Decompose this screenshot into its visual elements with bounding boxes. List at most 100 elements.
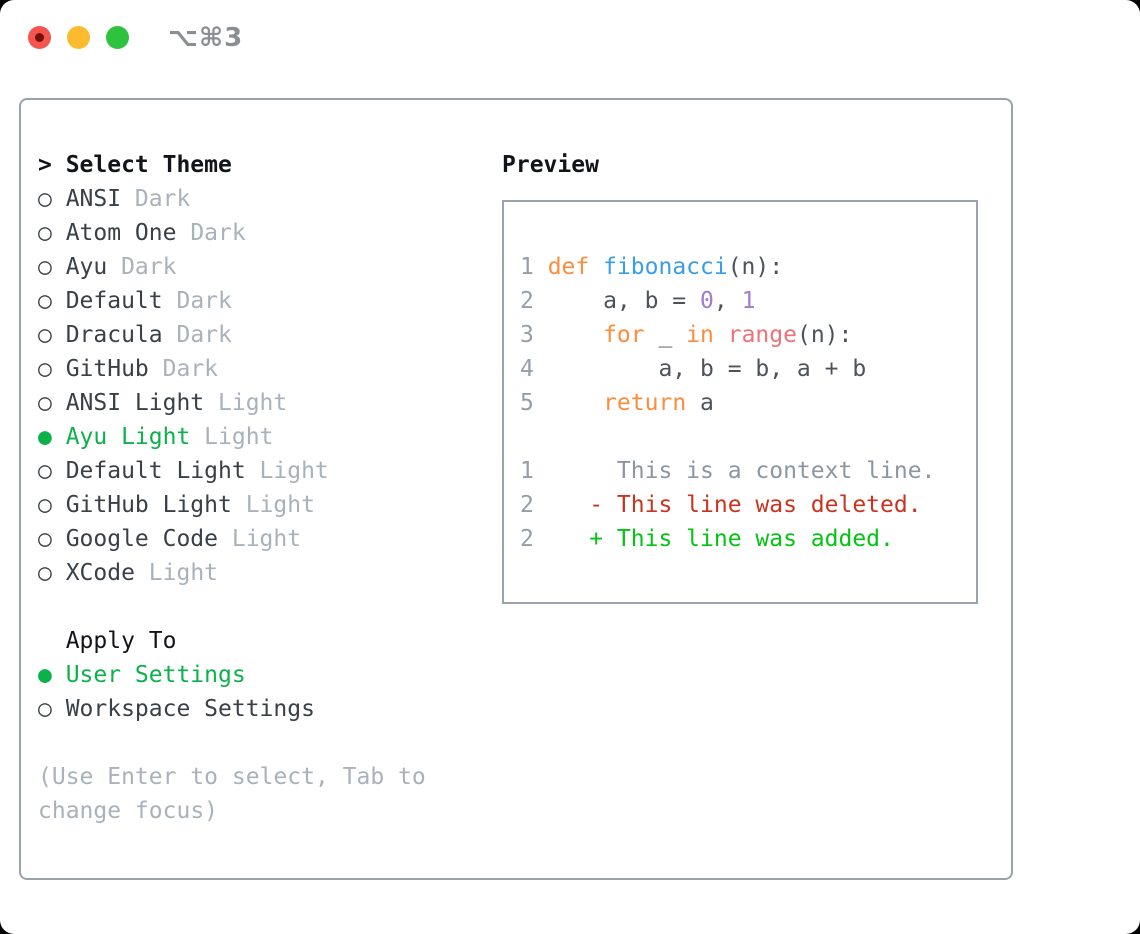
theme-item-ansi-light[interactable]: ○ ANSI Light Light	[38, 386, 478, 420]
preview-code-line: 3 for _ in range (n):	[520, 318, 966, 352]
radio-icon: ○	[38, 390, 52, 416]
line-number	[520, 420, 534, 454]
theme-tag: Light	[218, 390, 288, 416]
code-text: _	[644, 322, 687, 348]
apply-to-header: Apply To	[38, 624, 478, 658]
theme-item-github-light[interactable]: ○ GitHub Light Light	[38, 488, 478, 522]
theme-name: GitHub Light	[65, 492, 232, 518]
preview-title: Preview	[502, 152, 599, 178]
theme-tag: Dark	[176, 288, 232, 314]
theme-name: Default	[65, 288, 163, 314]
radio-icon: ○	[38, 526, 52, 552]
theme-tag: Dark	[162, 356, 219, 382]
code-text	[548, 318, 603, 352]
code-text: a	[686, 390, 714, 416]
theme-item-ayu-light[interactable]: ● Ayu Light Light	[38, 420, 478, 454]
minimize-button[interactable]	[67, 26, 90, 49]
radio-icon: ○	[38, 220, 52, 246]
preview-blank-line	[520, 420, 966, 454]
apply-to-title: Apply To	[65, 628, 177, 654]
theme-picker-panel: > Select Theme ○ ANSI Dark ○ Atom One Da…	[19, 98, 1013, 880]
apply-option-label: Workspace Settings	[65, 696, 315, 722]
theme-name: Dracula	[65, 322, 163, 348]
code-keyword: for	[603, 322, 645, 348]
code-text	[548, 386, 603, 420]
radio-icon: ○	[38, 322, 52, 348]
theme-tag: Light	[148, 560, 219, 586]
theme-item-ansi-dark[interactable]: ○ ANSI Dark	[38, 182, 478, 216]
zoom-button[interactable]	[106, 26, 129, 49]
keyboard-hint: (Use Enter to select, Tab to change focu…	[38, 764, 426, 824]
line-number: 1	[520, 254, 534, 280]
code-text: (n):	[796, 322, 853, 348]
preview-code-line: 2 a, b = 0 , 1	[520, 284, 966, 318]
keyboard-shortcut-label: ⌥⌘3	[168, 22, 244, 53]
theme-name: Atom One	[65, 220, 177, 246]
line-number: 2	[520, 492, 534, 518]
preview-column: Preview 1 def fibonacci (n): 2 a, b = 0 …	[502, 148, 978, 604]
theme-item-ayu-dark[interactable]: ○ Ayu Dark	[38, 250, 478, 284]
radio-icon: ○	[38, 356, 52, 382]
code-text: ,	[713, 288, 742, 314]
prompt-icon: >	[38, 152, 52, 178]
theme-item-github-dark[interactable]: ○ GitHub Dark	[38, 352, 478, 386]
code-text: a, b =	[547, 288, 701, 314]
diff-deleted-text: - This line was deleted.	[547, 492, 922, 518]
select-theme-header: > Select Theme	[38, 148, 478, 182]
theme-item-dracula-dark[interactable]: ○ Dracula Dark	[38, 318, 478, 352]
theme-tag: Light	[245, 492, 315, 518]
theme-name: Ayu	[65, 254, 108, 280]
theme-name: XCode	[65, 560, 135, 586]
code-keyword: return	[603, 390, 687, 416]
code-builtin: range	[727, 322, 797, 348]
theme-tag: Dark	[121, 254, 177, 280]
theme-item-default-dark[interactable]: ○ Default Dark	[38, 284, 478, 318]
apply-option-user-settings[interactable]: ● User Settings	[38, 658, 478, 692]
theme-name: ANSI Light	[65, 390, 205, 416]
theme-name: Default Light	[65, 458, 246, 484]
radio-selected-icon: ●	[38, 662, 52, 688]
theme-tag: Dark	[134, 186, 191, 212]
theme-name: GitHub	[65, 356, 149, 382]
radio-icon: ○	[38, 254, 52, 280]
theme-tag: Dark	[190, 220, 246, 246]
code-number: 0	[700, 288, 714, 314]
theme-name: ANSI	[65, 186, 122, 212]
spacer	[38, 590, 478, 624]
line-number: 1	[520, 458, 534, 484]
theme-item-google-code[interactable]: ○ Google Code Light	[38, 522, 478, 556]
theme-item-xcode[interactable]: ○ XCode Light	[38, 556, 478, 590]
preview-code-box: 1 def fibonacci (n): 2 a, b = 0 , 1 3 fo…	[502, 200, 978, 604]
radio-selected-icon: ●	[38, 424, 52, 450]
code-number: 1	[741, 288, 756, 314]
line-number: 5	[520, 390, 534, 416]
line-number: 4	[520, 356, 534, 382]
radio-icon: ○	[38, 288, 52, 314]
theme-tag: Light	[231, 526, 302, 552]
spacer	[38, 726, 478, 760]
titlebar: ⌥⌘3	[28, 23, 243, 53]
line-number: 3	[520, 322, 534, 348]
apply-option-workspace-settings[interactable]: ○ Workspace Settings	[38, 692, 478, 726]
code-keyword: def	[547, 254, 604, 280]
preview-code-line: 5 return a	[520, 386, 966, 420]
apply-option-label: User Settings	[65, 662, 246, 688]
code-text: (n):	[727, 254, 784, 280]
preview-code-line: 4 a, b = b, a + b	[520, 352, 966, 386]
theme-item-atom-one-dark[interactable]: ○ Atom One Dark	[38, 216, 478, 250]
preview-diff-added-line: 2 + This line was added.	[520, 522, 966, 556]
theme-tag: Light	[259, 458, 329, 484]
radio-icon: ○	[38, 560, 52, 586]
diff-context-text: This is a context line.	[547, 458, 936, 484]
theme-tag: Light	[204, 424, 274, 450]
radio-icon: ○	[38, 492, 52, 518]
radio-icon: ○	[38, 186, 52, 212]
preview-diff-context-line: 1 This is a context line.	[520, 454, 966, 488]
theme-name: Ayu Light	[65, 424, 191, 450]
theme-item-default-light[interactable]: ○ Default Light Light	[38, 454, 478, 488]
close-button[interactable]	[28, 26, 51, 49]
code-text: a, b = b, a + b	[547, 356, 867, 382]
radio-icon: ○	[38, 458, 52, 484]
preview-code-line: 1 def fibonacci (n):	[520, 250, 966, 284]
